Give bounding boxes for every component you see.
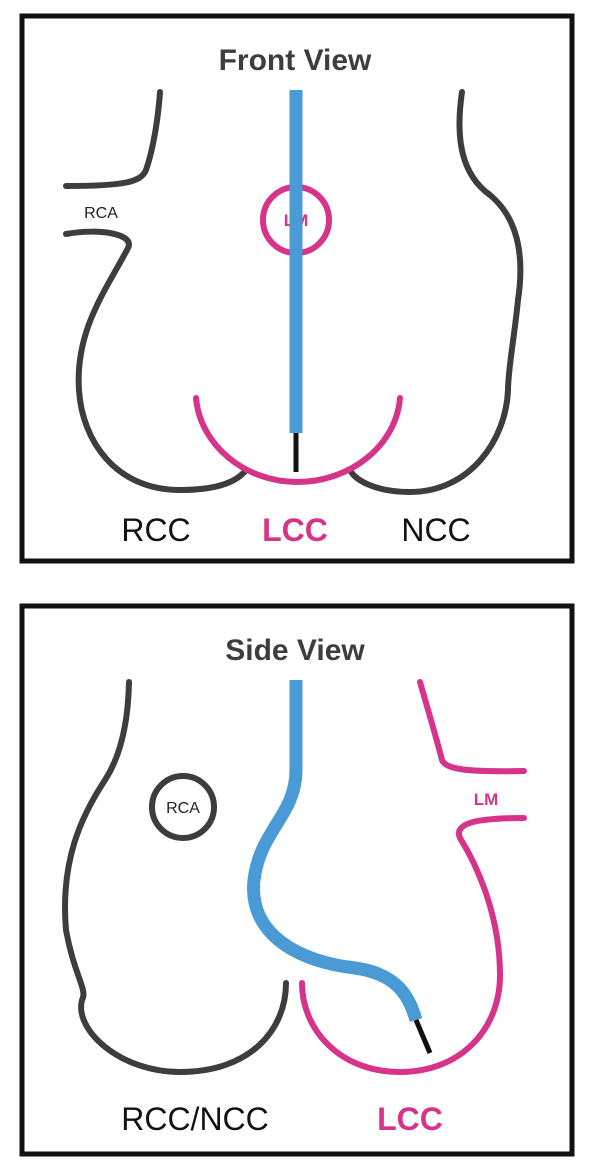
- front-view-frame: [19, 13, 575, 564]
- side-catheter-tip: [413, 1019, 433, 1054]
- front-view-title: Front View: [219, 44, 372, 77]
- side-rca-ostium: [149, 773, 217, 841]
- front-rca-label: RCA: [84, 205, 118, 222]
- side-lcc-outline-lower: [299, 815, 527, 1075]
- side-lm-label: LM: [474, 790, 499, 809]
- side-view-frame: [19, 603, 575, 1157]
- side-view-title: Side View: [225, 634, 365, 667]
- side-catheter: [247, 680, 423, 1022]
- front-lcc-outline: [193, 395, 403, 485]
- side-rccncc-outline: [62, 679, 289, 1075]
- front-ncc-label: NCC: [401, 512, 470, 548]
- front-ncc-outline: [347, 89, 524, 495]
- front-view-panel: Front View RCA LM RCC LCC NCC: [19, 13, 575, 564]
- side-view-panel: Side View RCA LM RCC/NCC LCC: [19, 603, 575, 1157]
- front-rcc-outline: [63, 89, 163, 189]
- side-lcc-label: LCC: [377, 1101, 443, 1137]
- front-lcc-label: LCC: [262, 512, 328, 548]
- front-rcc-outline-lower: [63, 228, 249, 493]
- side-rca-label: RCA: [166, 800, 200, 817]
- side-rccncc-label: RCC/NCC: [121, 1101, 269, 1137]
- front-rcc-label: RCC: [121, 512, 190, 548]
- side-lcc-outline-upper: [417, 679, 527, 775]
